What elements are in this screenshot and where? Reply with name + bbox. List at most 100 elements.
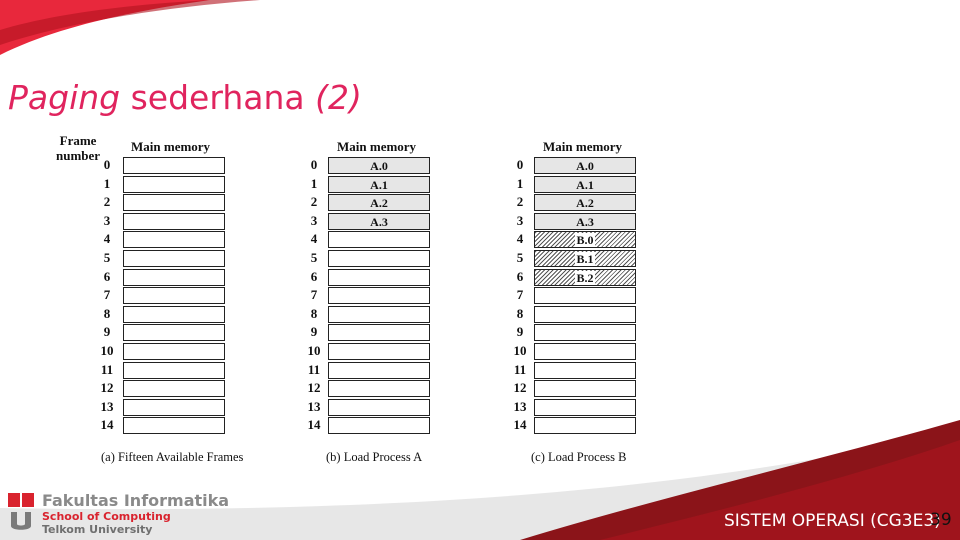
frame-number: 5 <box>310 250 318 265</box>
memory-frame-cell <box>328 398 430 416</box>
memory-frame-cell: A.0 <box>328 157 430 174</box>
memory-frame-cell <box>123 343 225 360</box>
frame-number: 7 <box>310 287 318 303</box>
frame-number: 9 <box>516 324 524 340</box>
frame-label-line1: Frame <box>59 133 97 148</box>
memory-frame-cell <box>328 361 430 379</box>
frame-number: 7 <box>516 287 524 303</box>
page-label: A.0 <box>370 159 388 173</box>
memory-frame-cell <box>534 361 636 379</box>
memory-frame-cell <box>328 231 430 249</box>
memory-frame-cell <box>534 287 636 305</box>
frame-number: 13 <box>307 398 321 414</box>
frame-number: 11 <box>307 361 321 377</box>
frame-number: 3 <box>516 212 524 228</box>
memory-frame-cell: A.1 <box>328 175 430 193</box>
memory-frame-cell <box>328 417 430 435</box>
frame-number: 13 <box>100 398 114 414</box>
memory-frame-cell <box>328 268 430 286</box>
memory-frame-cell <box>328 250 430 267</box>
page-label: A.3 <box>370 214 388 229</box>
memory-frame-cell <box>534 398 636 416</box>
memory-frame-cell: A.2 <box>534 194 636 212</box>
memory-frame-cell <box>123 398 225 416</box>
frame-number: 6 <box>516 268 524 284</box>
frame-number: 0 <box>310 157 318 172</box>
memory-frame-cell <box>534 324 636 342</box>
page-label: A.1 <box>370 177 388 192</box>
memory-frame-cell <box>123 361 225 379</box>
frame-number: 12 <box>100 380 114 396</box>
university-name: Telkom University <box>42 523 153 536</box>
frame-number: 10 <box>100 343 114 358</box>
frame-number: 1 <box>310 175 318 191</box>
frame-number: 4 <box>103 231 111 247</box>
frame-label-line2: number <box>56 148 101 163</box>
page-label: A.0 <box>576 159 594 173</box>
memory-frame-cell: A.3 <box>534 212 636 230</box>
frame-number: 1 <box>103 175 111 191</box>
frame-number: 10 <box>513 343 527 358</box>
frame-number: 2 <box>516 194 524 210</box>
frame-number: 1 <box>516 175 524 191</box>
main-memory-header: Main memory <box>543 139 623 154</box>
memory-frame-cell <box>123 287 225 305</box>
frame-number: 4 <box>310 231 318 247</box>
school-name: School of Computing <box>42 510 171 523</box>
panel-caption: (c) Load Process B <box>531 450 627 464</box>
memory-frame-cell <box>123 305 225 323</box>
frame-number: 14 <box>307 417 321 433</box>
bottom-decor-band <box>0 420 960 540</box>
panel-caption: (a) Fifteen Available Frames <box>101 450 244 464</box>
frame-number: 11 <box>100 361 114 377</box>
frame-number: 5 <box>103 250 111 265</box>
memory-frame-cell: A.1 <box>534 175 636 193</box>
memory-frame-cell <box>123 324 225 342</box>
memory-frame-cell <box>123 231 225 249</box>
frame-number: 9 <box>103 324 111 340</box>
course-title: SISTEM OPERASI (CG3E3) <box>724 511 941 531</box>
frame-number: 7 <box>103 287 111 303</box>
title-word-paging: Paging <box>8 78 121 117</box>
frame-number: 10 <box>307 343 321 358</box>
frame-number: 2 <box>310 194 318 210</box>
top-decor-band <box>0 0 260 55</box>
memory-frame-cell: A.3 <box>328 212 430 230</box>
page-label: A.3 <box>576 214 594 229</box>
title-word-sederhana: sederhana <box>130 78 305 117</box>
memory-frame-cell <box>123 417 225 435</box>
frame-number: 6 <box>310 268 318 284</box>
memory-frame-cell: B.1 <box>534 250 636 267</box>
frame-number: 11 <box>513 361 527 377</box>
memory-frame-cell <box>123 194 225 212</box>
main-memory-header: Main memory <box>131 139 211 154</box>
memory-frame-cell <box>123 157 225 174</box>
frame-number: 3 <box>310 212 318 228</box>
page-label: B.1 <box>575 252 595 266</box>
memory-frame-cell <box>123 212 225 230</box>
frame-number: 13 <box>513 398 527 414</box>
frame-number: 8 <box>516 305 524 321</box>
main-memory-header: Main memory <box>337 139 417 154</box>
frame-number: 14 <box>513 417 527 433</box>
frame-number: 8 <box>310 305 318 321</box>
frame-number: 9 <box>310 324 318 340</box>
frame-number: 2 <box>103 194 111 210</box>
memory-frame-cell: A.0 <box>534 157 636 174</box>
frame-number: 5 <box>516 250 524 265</box>
frame-number: 6 <box>103 268 111 284</box>
frame-number: 12 <box>513 380 527 396</box>
frame-number: 4 <box>516 231 524 247</box>
page-label: A.1 <box>576 177 594 192</box>
memory-frame-cell <box>328 343 430 360</box>
page-number: 39 <box>930 510 952 530</box>
faculty-name: Fakultas Informatika <box>42 491 230 510</box>
frame-number: 3 <box>103 212 111 228</box>
panel-caption: (b) Load Process A <box>326 450 423 464</box>
telkom-logo-icon <box>8 493 34 530</box>
memory-frame-cell <box>123 268 225 286</box>
memory-frame-cell: B.2 <box>534 268 636 286</box>
memory-frame-cell <box>123 250 225 267</box>
